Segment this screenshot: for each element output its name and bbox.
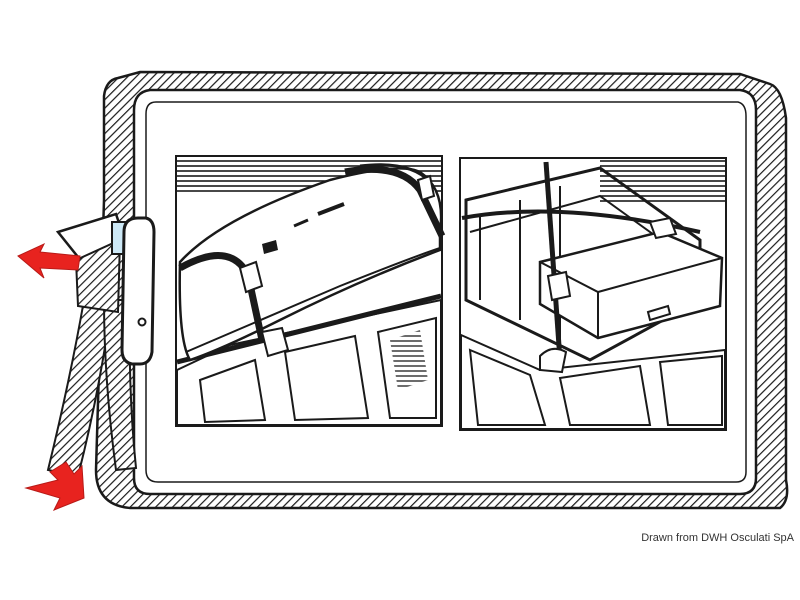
pull-arrow-bottom (24, 461, 85, 511)
pull-arrow-top (17, 242, 81, 279)
credit-text: Drawn from DWH Osculati SpA (641, 532, 794, 544)
left-panel (175, 155, 446, 427)
buckle (55, 212, 156, 366)
right-panel (459, 157, 727, 431)
